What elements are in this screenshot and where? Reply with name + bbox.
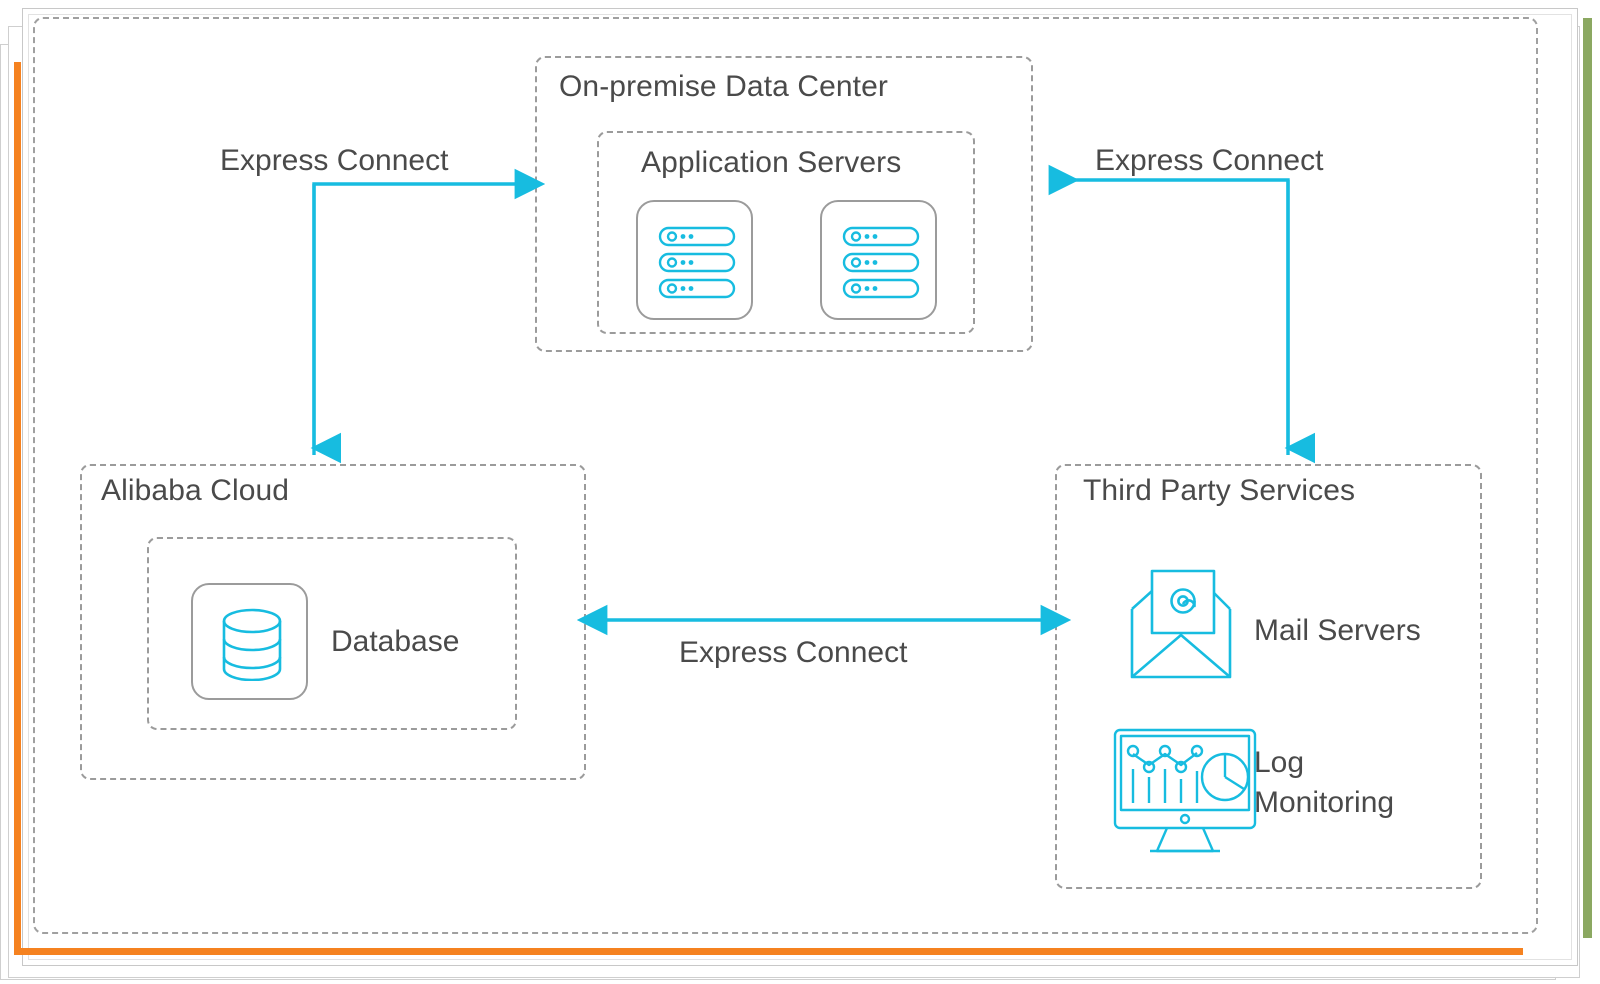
group-title-alibaba-cloud: Alibaba Cloud xyxy=(101,474,290,507)
node-label-database: Database xyxy=(331,625,460,658)
database-icon xyxy=(222,608,282,681)
accent-bar-right-green xyxy=(1583,18,1592,938)
accent-bar-left-orange xyxy=(14,62,21,955)
connector-label-alibaba-to-onprem: Express Connect xyxy=(220,144,449,177)
group-application-servers[interactable] xyxy=(597,131,975,334)
connector-label-alibaba-to-thirdparty: Express Connect xyxy=(679,636,908,669)
group-third-party-services[interactable] xyxy=(1055,464,1482,889)
outer-dashed-boundary xyxy=(33,17,1538,934)
node-application-server-2[interactable] xyxy=(820,200,937,320)
server-rack-icon xyxy=(658,226,736,299)
group-title-on-premise: On-premise Data Center xyxy=(559,70,888,103)
node-label-log-monitoring: Log Monitoring xyxy=(1254,746,1395,819)
group-alibaba-cloud-inner[interactable] xyxy=(147,537,517,730)
group-title-application-servers: Application Servers xyxy=(641,146,902,179)
accent-bar-bottom-orange xyxy=(14,948,1523,955)
connector-label-thirdparty-to-onprem: Express Connect xyxy=(1095,144,1324,177)
server-rack-icon xyxy=(842,226,920,299)
group-title-third-party-services: Third Party Services xyxy=(1083,474,1356,507)
log-monitor-icon[interactable] xyxy=(1112,727,1258,859)
window-frame-inner xyxy=(28,14,1572,960)
node-database[interactable] xyxy=(191,583,308,700)
node-label-mail-servers: Mail Servers xyxy=(1254,614,1421,647)
mail-envelope-icon[interactable] xyxy=(1124,567,1238,683)
node-application-server-1[interactable] xyxy=(636,200,753,320)
group-on-premise-data-center[interactable] xyxy=(535,56,1033,352)
